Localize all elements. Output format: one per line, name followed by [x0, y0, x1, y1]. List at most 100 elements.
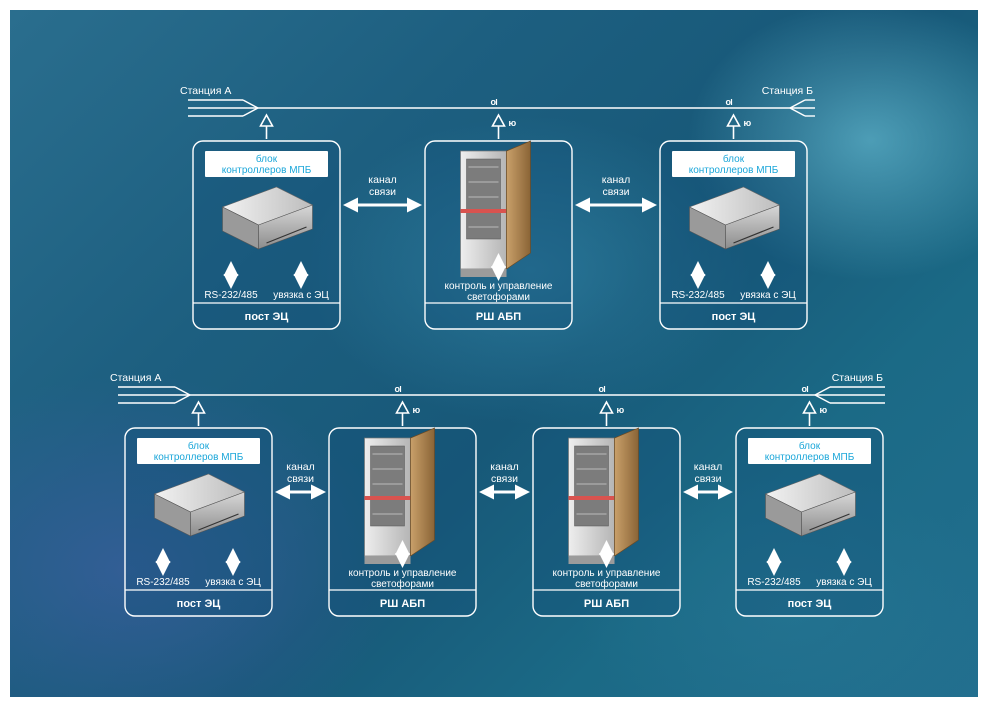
- channel-label-line1: канал: [602, 174, 630, 186]
- interface-ec-label: увязка с ЭЦ: [740, 290, 796, 301]
- signal-control-caption-line2: светофорами: [575, 578, 638, 590]
- signal-lamp-icon: ю: [820, 405, 828, 415]
- track-circuit-icon: о: [802, 384, 808, 394]
- controller-unit-icon: [764, 473, 857, 537]
- cabinet-door: [614, 427, 639, 557]
- node-footer-label: РШ АБП: [584, 598, 629, 610]
- track-switch: [789, 107, 806, 117]
- signal-icon: [802, 400, 817, 414]
- controller-tag: [748, 438, 871, 464]
- track-switch: [174, 394, 191, 404]
- relay-cabinet-icon: [568, 427, 639, 564]
- signal-icon: [259, 113, 274, 127]
- controller-tag: [137, 438, 260, 464]
- controller-tag-line1: блок: [256, 153, 278, 165]
- signal-control-caption-line2: светофорами: [467, 291, 530, 303]
- channel-label-line2: связи: [694, 473, 721, 485]
- node-footer-label: пост ЭЦ: [712, 311, 756, 323]
- channel-label-line1: канал: [694, 461, 722, 473]
- signal-lamp-icon: ю: [617, 405, 625, 415]
- cabinet-interior: [574, 445, 609, 527]
- track-circuit-icon: о: [491, 97, 497, 107]
- channel-label-line1: канал: [368, 174, 396, 186]
- interface-ec-label: увязка с ЭЦ: [816, 577, 872, 588]
- controller-front: [190, 491, 245, 537]
- signal-icon: [726, 113, 741, 127]
- cabinet-door: [410, 427, 435, 557]
- station-a-label: Станция А: [110, 372, 161, 384]
- controller-slot: [733, 226, 774, 244]
- controller-slot: [809, 513, 850, 531]
- signal-lamp-icon: ю: [509, 118, 517, 128]
- track-switch: [814, 386, 831, 396]
- node-footer-label: РШ АБП: [380, 598, 425, 610]
- cabinet-interior: [466, 158, 501, 240]
- interface-ec-label: увязка с ЭЦ: [205, 577, 261, 588]
- node-footer-label: пост ЭЦ: [788, 598, 832, 610]
- cabinet-base: [364, 556, 411, 564]
- track-switch: [242, 107, 259, 117]
- controller-unit-icon: [153, 473, 246, 537]
- controller-tag: [672, 151, 795, 177]
- cabinet-stripe: [364, 496, 411, 500]
- relay-cabinet-icon: [364, 427, 435, 564]
- station-b-label: Станция Б: [832, 372, 883, 384]
- signal-icon: [599, 400, 614, 414]
- signal-control-caption-line2: светофорами: [371, 578, 434, 590]
- station-left-tracks: [118, 386, 191, 404]
- station-a-label: Станция А: [180, 85, 231, 97]
- track-circuit-icon: о: [599, 384, 605, 394]
- track-switch: [174, 386, 191, 396]
- controller-tag-line2: контроллеров МПБ: [222, 165, 312, 176]
- track-switch: [242, 99, 259, 109]
- channel-label-line1: канал: [490, 461, 518, 473]
- cabinet-base: [568, 556, 615, 564]
- cabinet-base: [460, 269, 507, 277]
- track-switch: [814, 394, 831, 404]
- signal-icon: [395, 400, 410, 414]
- channel-label-line2: связи: [369, 186, 396, 198]
- signal-control-caption-line1: контроль и управление: [553, 568, 661, 579]
- controller-tag-line1: блок: [799, 440, 821, 452]
- node-footer-label: РШ АБП: [476, 311, 521, 323]
- interface-rs232-label: RS-232/485: [747, 577, 801, 588]
- cabinet-stripe: [460, 209, 507, 213]
- signal-lamp-icon: ю: [744, 118, 752, 128]
- cabinet-door: [506, 140, 531, 270]
- track-circuit-icon: о: [395, 384, 401, 394]
- signal-control-caption-line1: контроль и управление: [445, 281, 553, 292]
- channel-label-line2: связи: [491, 473, 518, 485]
- controller-tag-line2: контроллеров МПБ: [689, 165, 779, 176]
- interface-rs232-label: RS-232/485: [671, 290, 725, 301]
- controller-unit-icon: [688, 186, 781, 250]
- controller-tag-line2: контроллеров МПБ: [154, 452, 244, 463]
- cabinet-stripe: [568, 496, 615, 500]
- controller-tag-line2: контроллеров МПБ: [765, 452, 855, 463]
- station-right-tracks: [789, 99, 815, 117]
- track-circuit-icon: о: [726, 97, 732, 107]
- controller-unit-icon: [221, 186, 314, 250]
- signal-icon: [191, 400, 206, 414]
- controller-tag-line1: блок: [188, 440, 210, 452]
- interface-rs232-label: RS-232/485: [136, 577, 190, 588]
- station-right-tracks: [814, 386, 885, 404]
- relay-cabinet-icon: [460, 140, 531, 277]
- node-footer-label: пост ЭЦ: [245, 311, 289, 323]
- signal-control-caption-line1: контроль и управление: [349, 568, 457, 579]
- controller-tag-line1: блок: [723, 153, 745, 165]
- interface-rs232-label: RS-232/485: [204, 290, 258, 301]
